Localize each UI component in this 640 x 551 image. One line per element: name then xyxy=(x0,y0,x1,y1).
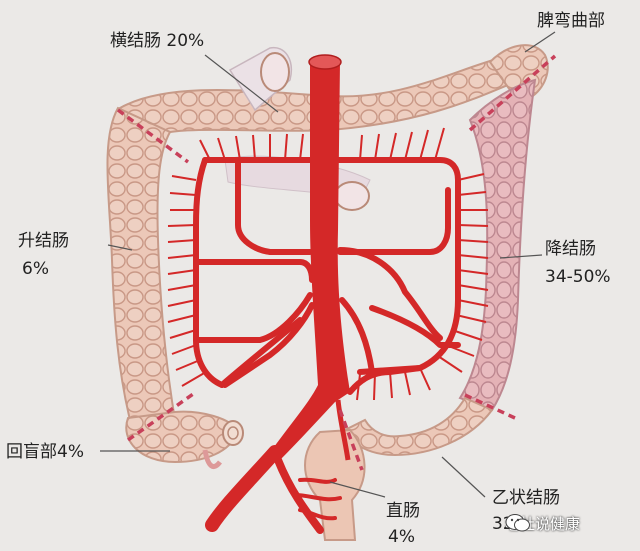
vasa-recta xyxy=(167,127,489,401)
label-ascending-colon: 升结肠 xyxy=(18,231,69,251)
ileum-end xyxy=(222,420,244,446)
label-sigmoid-colon: 乙状结肠 xyxy=(492,488,560,508)
inferior-mesenteric-artery xyxy=(335,399,351,461)
ascending-colon xyxy=(106,106,177,421)
rectal-arteries xyxy=(293,477,342,521)
label-ascending-pct: 6% xyxy=(22,259,49,279)
label-descending-colon: 降结肠 xyxy=(545,239,596,259)
leader-lines xyxy=(100,31,556,498)
watershed-dashes xyxy=(116,54,557,471)
label-transverse-colon: 横结肠 20% xyxy=(110,31,205,51)
ileum-lumen xyxy=(227,426,239,440)
sigmoid-colon xyxy=(343,396,494,457)
jejunum-end xyxy=(260,52,290,92)
label-splenic-flexure: 脾弯曲部 xyxy=(537,11,605,31)
iliac-branch xyxy=(274,456,324,534)
wechat-icon xyxy=(505,514,530,532)
label-rectum: 直肠 xyxy=(386,501,420,521)
aorta-top xyxy=(308,54,342,70)
iliac-artery xyxy=(205,445,282,532)
small-bowel-cut xyxy=(334,181,370,211)
watermark: 老杜说健康 xyxy=(505,513,580,534)
descending-colon xyxy=(458,78,537,412)
label-descending-pct: 34-50% xyxy=(545,267,611,287)
appendix xyxy=(202,449,222,469)
label-ileocecal: 回盲部4% xyxy=(6,442,84,462)
cecum xyxy=(125,410,240,464)
label-rectum-pct: 4% xyxy=(388,527,415,547)
